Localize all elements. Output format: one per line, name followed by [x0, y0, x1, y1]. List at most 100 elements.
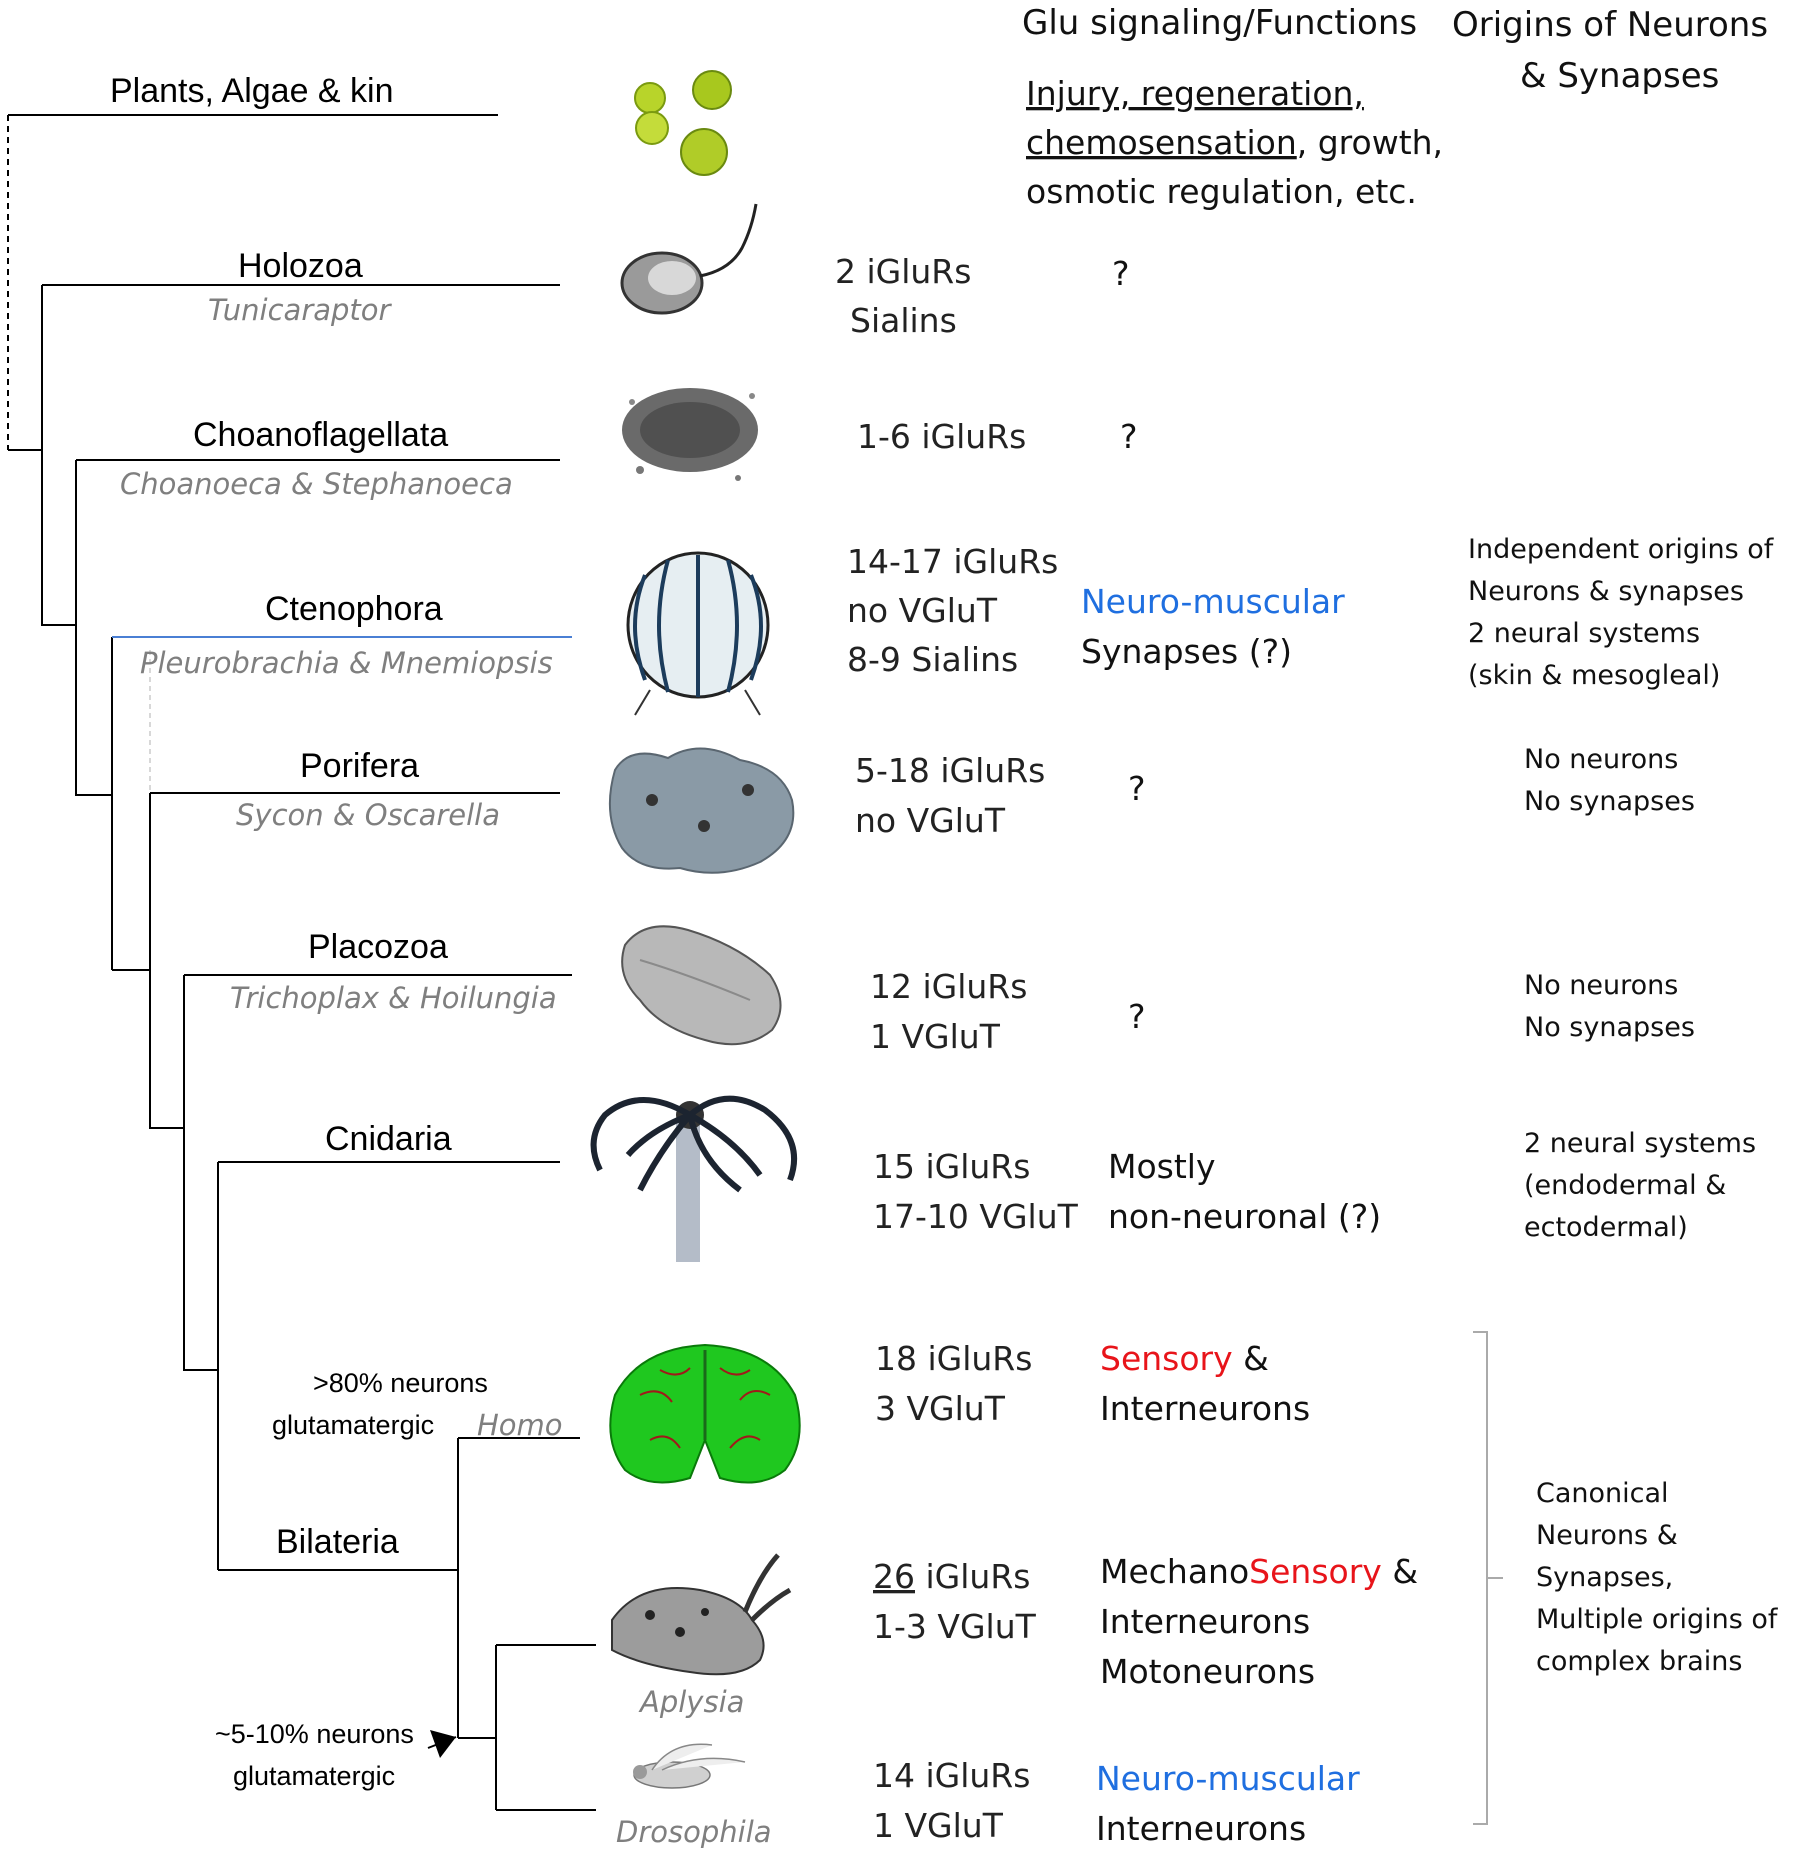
cteno-origins-line1: Independent origins of [1468, 534, 1775, 565]
placozoa-origins-line2: No synapses [1524, 1012, 1695, 1043]
cnidaria-origins-line1: 2 neural systems [1524, 1128, 1756, 1159]
placozoa-mol-line1: 12 iGluRs [870, 967, 1027, 1006]
placozoan-icon [621, 925, 782, 1046]
aplysia-mol-rest: iGluRs [915, 1557, 1030, 1596]
cnidaria-origins-line2: (endodermal & [1524, 1170, 1726, 1201]
homo-note-line2: glutamatergic [272, 1410, 434, 1440]
holozoa-function: ? [1112, 254, 1130, 293]
drosophila-icon [633, 1743, 746, 1789]
clade-choanoflagellata-label: Choanoflagellata [193, 416, 448, 454]
node-choano [75, 460, 112, 796]
cteno-function-line1: Neuro-muscular [1081, 582, 1345, 621]
cteno-function-line2: Synapses (?) [1081, 632, 1292, 671]
aplysia-function-amp: & [1382, 1552, 1418, 1591]
node-placozoa [183, 975, 218, 1371]
plants-functions-line2: chemosensation, growth, [1026, 123, 1443, 162]
placozoa-function: ? [1128, 997, 1146, 1036]
cnidaria-mol-line2: 17-10 VGluT [873, 1197, 1079, 1236]
placozoa-origins-line1: No neurons [1524, 970, 1678, 1001]
species-tunicaraptor: Tunicaraptor [208, 293, 393, 327]
algae-cells-icon [634, 70, 732, 176]
homo-note-line1: >80% neurons [313, 1368, 488, 1398]
porifera-mol-line1: 5-18 iGluRs [855, 751, 1045, 790]
plants-functions-line3: osmotic regulation, etc. [1026, 172, 1417, 211]
cteno-mol-line1: 14-17 iGluRs [847, 542, 1058, 581]
header-origins-line1: Origins of Neurons [1452, 5, 1768, 45]
sponge-icon [608, 747, 795, 874]
aplysia-function-line1: MechanoSensory & [1100, 1552, 1418, 1591]
species-pleurobrachia-mnemiopsis: Pleurobrachia & Mnemiopsis [140, 646, 553, 680]
clade-plants-label: Plants, Algae & kin [110, 72, 394, 110]
cnidaria-function-line2: non-neuronal (?) [1108, 1197, 1381, 1236]
tunicaraptor-cell-icon [620, 203, 758, 315]
homo-function-line2: Interneurons [1100, 1389, 1310, 1428]
homo-mol-line2: 3 VGluT [875, 1389, 1006, 1428]
holozoa-mol-line2: Sialins [850, 301, 957, 340]
choano-mol-line1: 1-6 iGluRs [857, 417, 1026, 456]
species-sycon-oscarella: Sycon & Oscarella [236, 798, 500, 832]
cteno-origins-line3: 2 neural systems [1468, 618, 1700, 649]
cnidaria-mol-line1: 15 iGluRs [873, 1147, 1030, 1186]
homo-function-sensory: Sensory [1100, 1339, 1233, 1378]
choano-function: ? [1120, 417, 1138, 456]
aplysia-function-line3: Motoneurons [1100, 1652, 1315, 1691]
homo-function-amp: & [1233, 1339, 1269, 1378]
node-porifera [149, 793, 184, 1129]
human-brain-icon [609, 1343, 801, 1484]
holozoa-mol-line1: 2 iGluRs [835, 252, 971, 291]
ctenophore-icon [626, 551, 770, 716]
porifera-function: ? [1128, 769, 1146, 808]
phylogenetic-tree [7, 114, 596, 1811]
species-drosophila: Drosophila [616, 1815, 772, 1849]
drosophila-mol-line1: 14 iGluRs [873, 1756, 1030, 1795]
clade-placozoa-label: Placozoa [308, 928, 448, 966]
choanoflagellate-colony-icon [622, 388, 758, 481]
cteno-origins-line2: Neurons & synapses [1468, 576, 1744, 607]
species-choanoeca-stephanoeca: Choanoeca & Stephanoeca [120, 467, 513, 501]
bilateria-origins-line1: Canonical [1536, 1478, 1669, 1509]
placozoa-mol-line2: 1 VGluT [870, 1017, 1001, 1056]
aplysia-function-line2: Interneurons [1100, 1602, 1310, 1641]
header-functions: Glu signaling/Functions [1022, 3, 1417, 43]
cteno-mol-line3: 8-9 Sialins [847, 640, 1018, 679]
porifera-origins-line2: No synapses [1524, 786, 1695, 817]
drosophila-mol-line2: 1 VGluT [873, 1806, 1004, 1845]
porifera-origins-line1: No neurons [1524, 744, 1678, 775]
clade-holozoa-label: Holozoa [238, 247, 363, 285]
arrow-head-icon [430, 1730, 456, 1758]
clade-porifera-label: Porifera [300, 747, 419, 785]
homo-function-line1: Sensory & [1100, 1339, 1269, 1378]
bilateria-origins-line2: Neurons & [1536, 1520, 1678, 1551]
plants-functions-chemosensation: chemosensation [1026, 123, 1297, 162]
clade-ctenophora-label: Ctenophora [265, 590, 443, 628]
porifera-mol-line2: no VGluT [855, 801, 1006, 840]
homo-mol-line1: 18 iGluRs [875, 1339, 1032, 1378]
species-trichoplax-hoilungia: Trichoplax & Hoilungia [230, 981, 557, 1015]
cnidaria-function-line1: Mostly [1108, 1147, 1216, 1186]
cteno-origins-line4: (skin & mesogleal) [1468, 660, 1720, 691]
bilateria-origins-line4: Multiple origins of [1536, 1604, 1779, 1635]
aplysia-mol-count: 26 [873, 1557, 915, 1596]
aplysia-mol-line2: 1-3 VGluT [873, 1607, 1037, 1646]
bilateria-origins-line3: Synapses, [1536, 1562, 1673, 1593]
aplysia-mol-line1: 26 iGluRs [873, 1557, 1030, 1596]
node-holozoa [41, 285, 76, 626]
aplysia-icon [611, 1553, 792, 1676]
bilateria-note-line2: glutamatergic [233, 1761, 395, 1791]
drosophila-function-line2: Interneurons [1096, 1809, 1306, 1848]
header-origins-line2: & Synapses [1520, 56, 1719, 96]
cteno-mol-line2: no VGluT [847, 591, 998, 630]
bilateria-origins-line5: complex brains [1536, 1646, 1742, 1677]
plants-functions-line1: Injury, regeneration, [1026, 74, 1364, 113]
aplysia-function-sensory: Sensory [1249, 1552, 1382, 1591]
aplysia-function-mechano: Mechano [1100, 1552, 1249, 1591]
species-aplysia: Aplysia [638, 1685, 744, 1719]
clade-cnidaria-label: Cnidaria [325, 1120, 452, 1158]
cnidaria-origins-line3: ectodermal) [1524, 1212, 1688, 1243]
clade-bilateria-label: Bilateria [276, 1523, 399, 1561]
cnidarian-polyp-icon [590, 1095, 798, 1262]
bilateria-bracket [1473, 1331, 1503, 1825]
species-homo: Homo [477, 1408, 563, 1442]
drosophila-function-line1: Neuro-muscular [1096, 1759, 1360, 1798]
